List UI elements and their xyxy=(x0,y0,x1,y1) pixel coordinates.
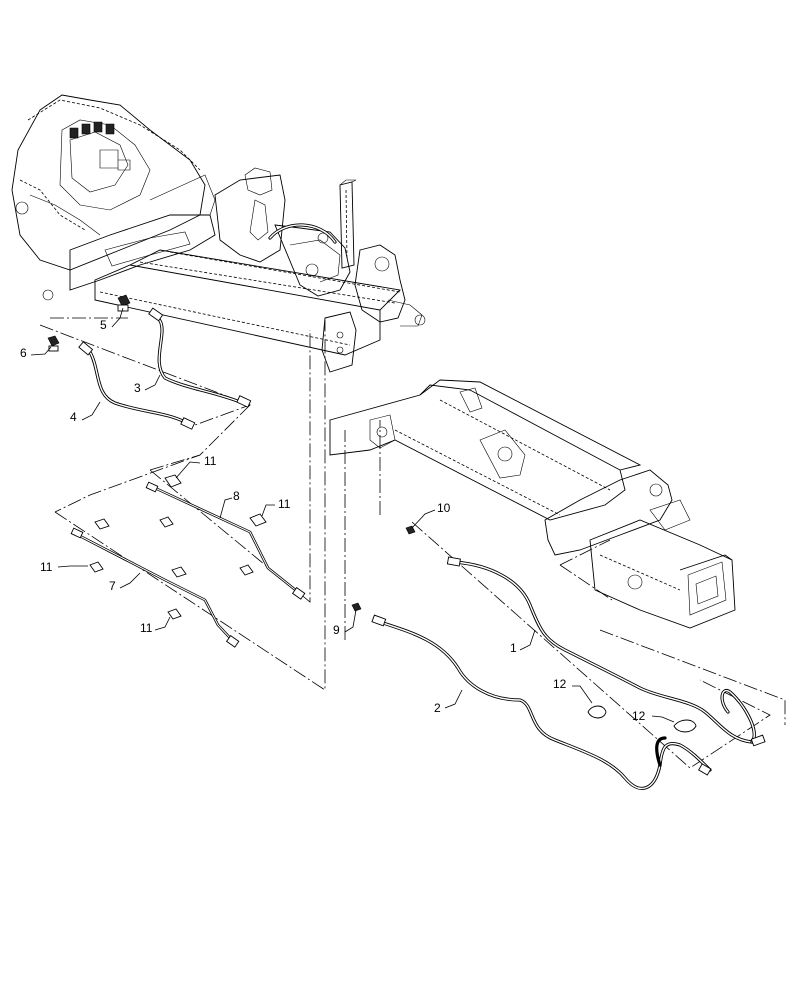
hose-4 xyxy=(78,341,196,430)
phantom-lines xyxy=(39,317,786,769)
callout-12-left: 12 xyxy=(553,677,567,691)
hose-2 xyxy=(371,614,712,790)
callout-3: 3 xyxy=(134,381,141,395)
callout-7: 7 xyxy=(109,579,116,593)
callout-4: 4 xyxy=(70,410,77,424)
hose-3 xyxy=(148,307,252,408)
callout-6: 6 xyxy=(20,346,27,360)
callout-11-lower: 11 xyxy=(140,621,153,635)
callout-1: 1 xyxy=(510,641,517,655)
callout-11-right: 11 xyxy=(278,497,291,511)
fitting-9 xyxy=(351,602,362,612)
callout-11-left: 11 xyxy=(40,560,53,574)
tube-8 xyxy=(145,481,306,600)
hose-1 xyxy=(446,556,766,747)
callout-12-right: 12 xyxy=(632,709,646,723)
callout-2: 2 xyxy=(434,701,441,715)
fitting-10 xyxy=(405,525,416,535)
callout-10: 10 xyxy=(437,501,451,515)
clamp-11 xyxy=(89,474,267,620)
callout-11-upper: 11 xyxy=(204,454,217,468)
tube-7 xyxy=(70,527,240,648)
fitting-5 xyxy=(117,294,131,312)
ring-12 xyxy=(587,705,697,733)
callout-8: 8 xyxy=(233,489,240,503)
callout-9: 9 xyxy=(333,623,340,637)
fitting-6 xyxy=(47,335,60,352)
leader-lines xyxy=(30,307,675,723)
callout-5: 5 xyxy=(100,318,107,332)
callout-labels: 1 2 3 4 5 6 7 8 9 10 11 11 11 11 12 12 xyxy=(20,318,646,723)
machine-frame-assembly xyxy=(11,94,736,629)
